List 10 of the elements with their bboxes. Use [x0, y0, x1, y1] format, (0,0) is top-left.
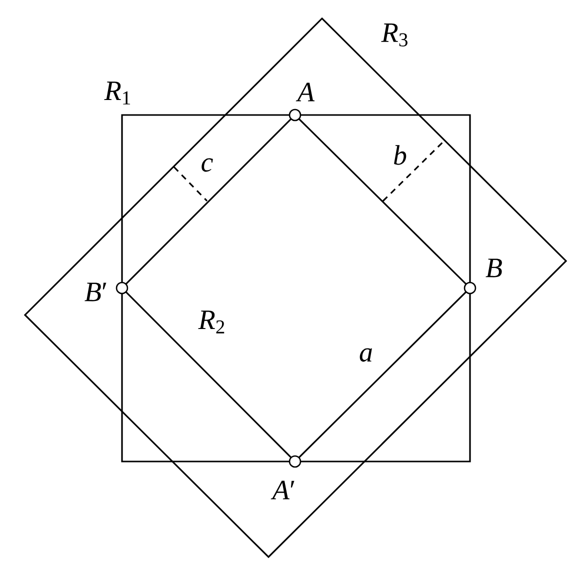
point-label: R$_{2}$	[198, 310, 224, 334]
point-label: B′	[84, 282, 106, 302]
point-label: b	[394, 145, 406, 165]
point-label: R$_{3}$	[381, 24, 408, 46]
point-label: R$_{1}$	[104, 82, 130, 104]
point-label: B	[486, 258, 502, 278]
point-label: A	[296, 82, 315, 102]
point-label: a	[360, 348, 372, 362]
point-label: A′	[270, 480, 294, 500]
point-label: c	[202, 158, 213, 172]
